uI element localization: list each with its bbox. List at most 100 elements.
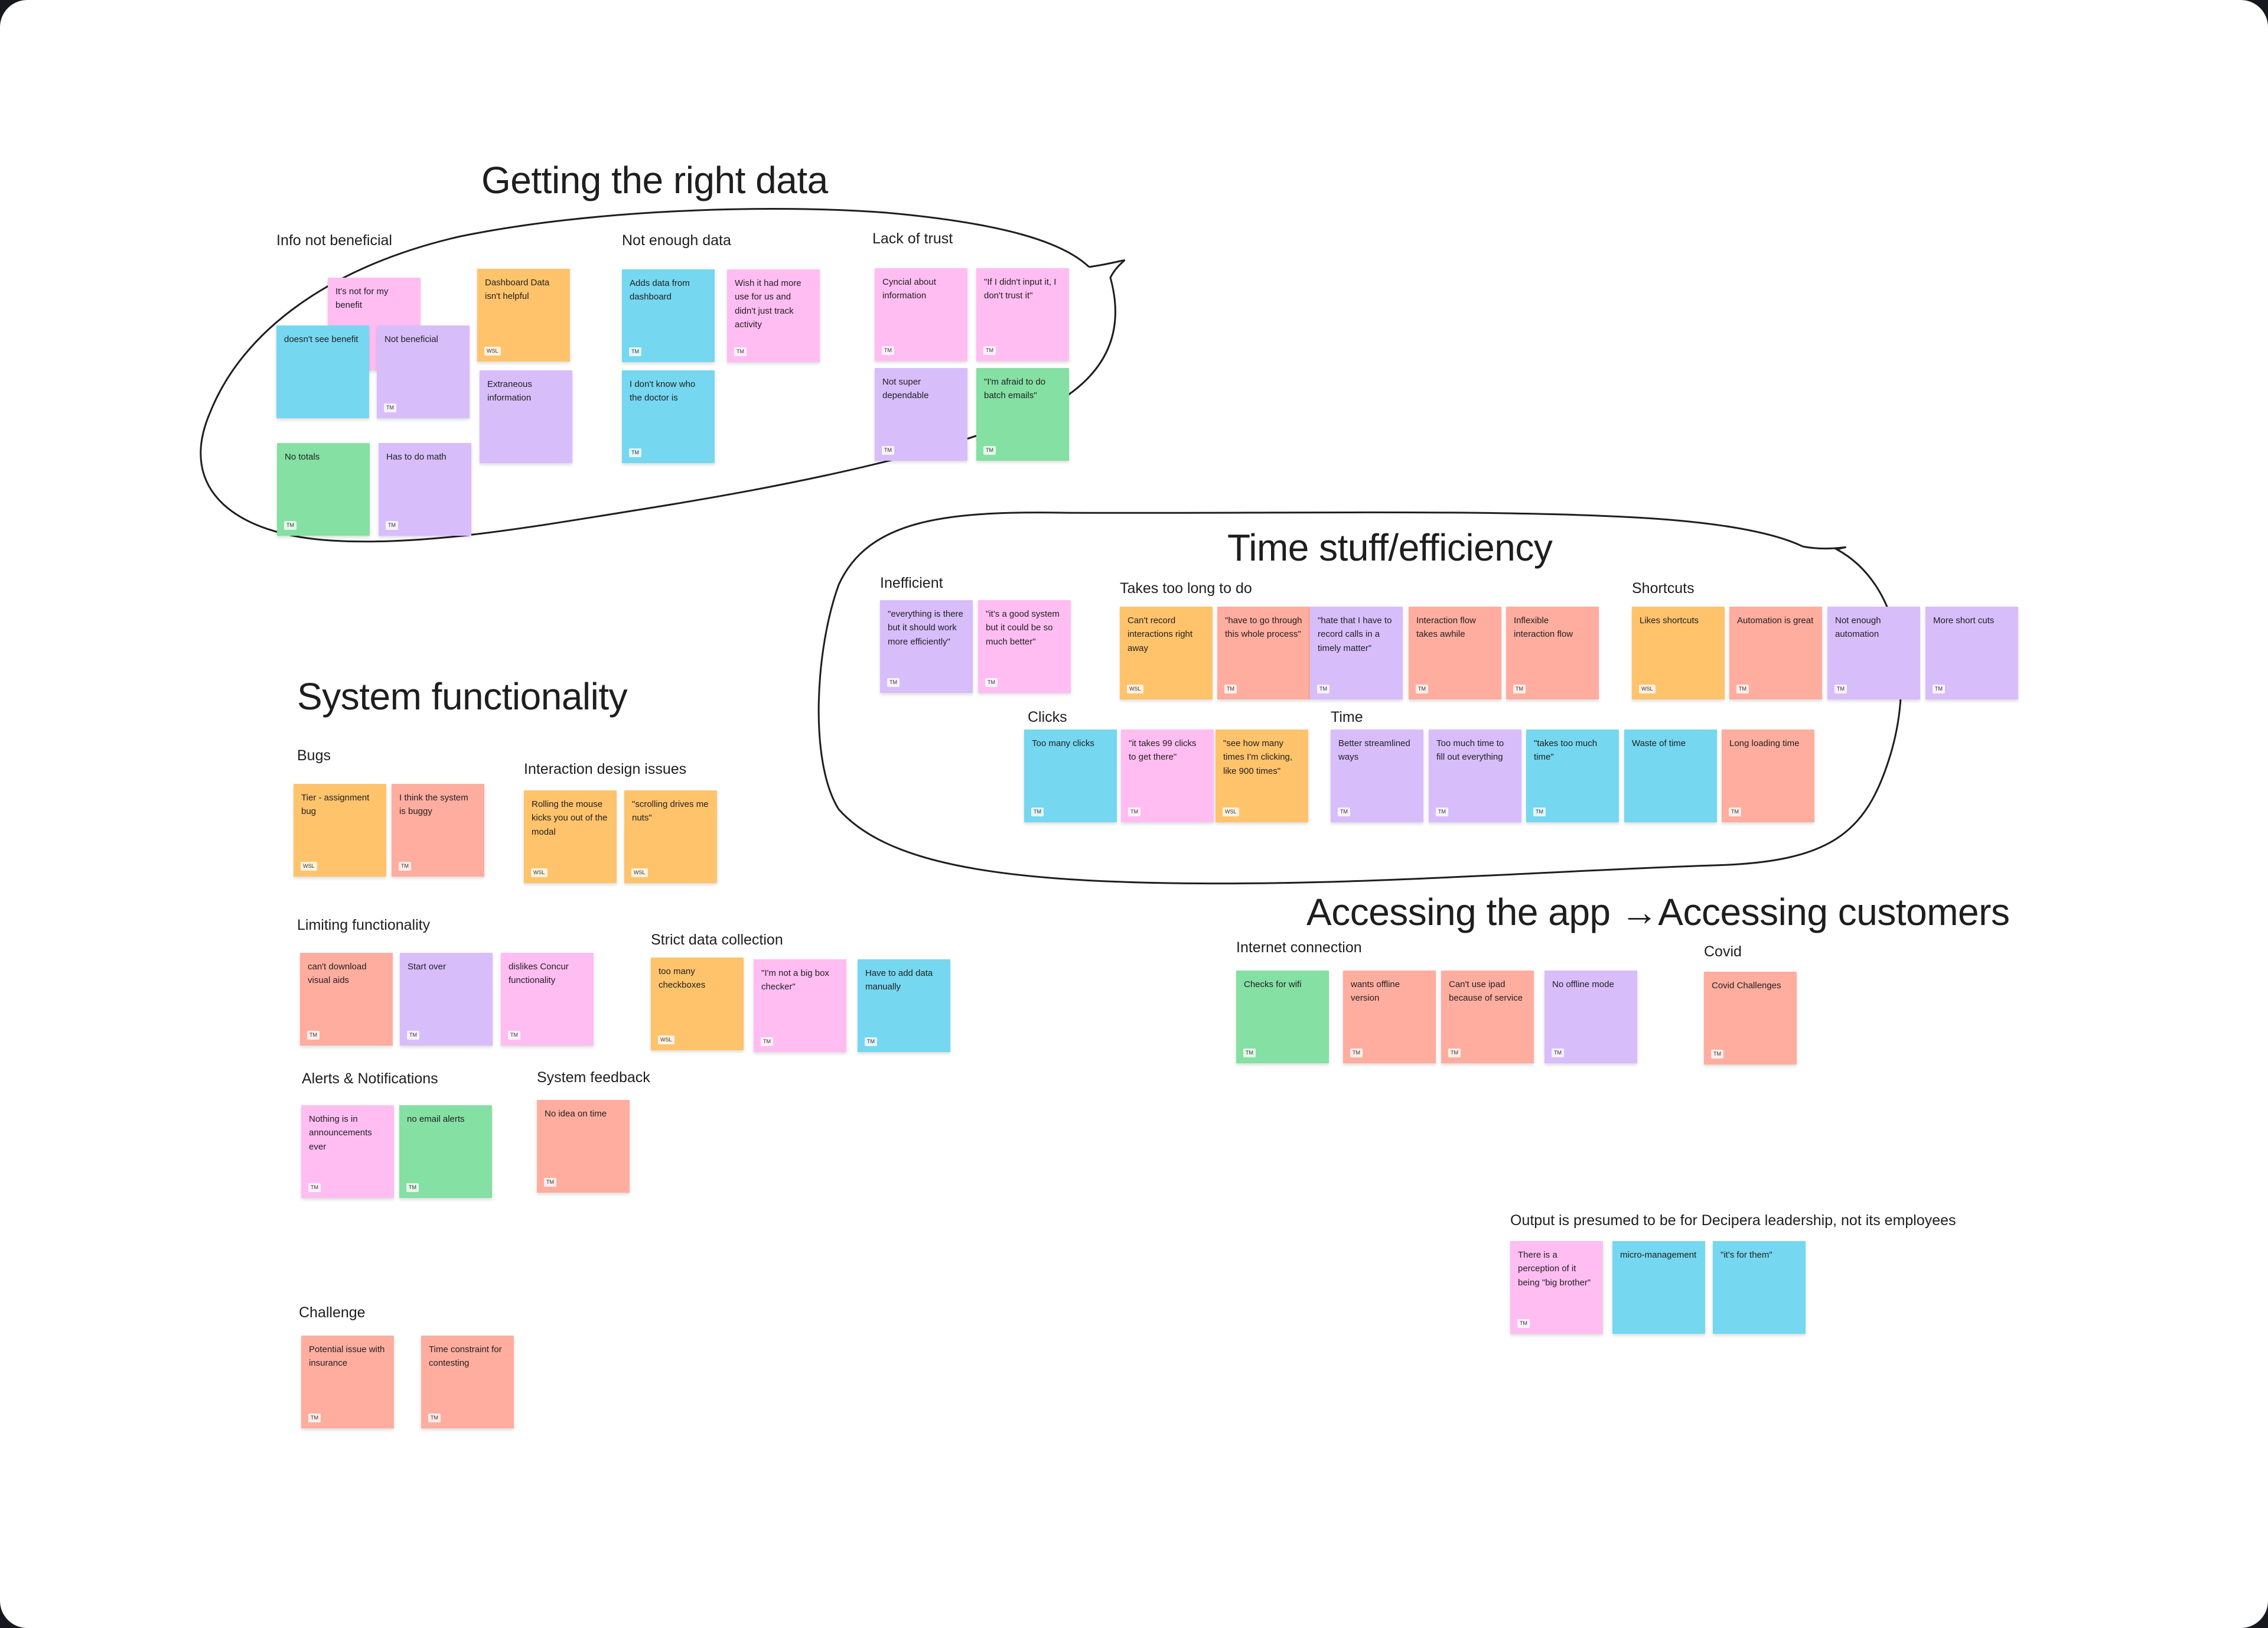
- author-tag: TM: [985, 678, 998, 687]
- author-tag: TM: [308, 1414, 321, 1422]
- group-label-covid: Covid: [1704, 943, 1742, 960]
- author-tag: TM: [1513, 685, 1526, 693]
- author-tag: WSL: [484, 347, 501, 356]
- author-tag: TM: [1533, 808, 1546, 816]
- author-tag: WSL: [301, 862, 317, 871]
- sticky-note[interactable]: "scrolling drives me nuts"WSL: [624, 790, 717, 883]
- sticky-note[interactable]: "see how many times I'm clicking, like 9…: [1216, 730, 1308, 822]
- sticky-note[interactable]: "everything is there but it should work …: [880, 600, 973, 693]
- sticky-note[interactable]: Wish it had more use for us and didn't j…: [727, 269, 820, 362]
- sticky-note[interactable]: It's not for my benefit: [328, 278, 421, 370]
- sticky-note[interactable]: "If I didn't input it, I don't trust it"…: [976, 268, 1069, 361]
- sticky-text: Wish it had more use for us and didn't j…: [735, 278, 801, 330]
- sticky-text: I think the system is buggy: [399, 793, 468, 817]
- author-tag: TM: [399, 862, 411, 871]
- sticky-note[interactable]: "takes too much time"TM: [1526, 730, 1619, 822]
- author-tag: TM: [882, 446, 894, 455]
- sticky-note[interactable]: "it's for them": [1713, 1241, 1806, 1334]
- sticky-note[interactable]: There is a perception of it being "big b…: [1510, 1241, 1603, 1334]
- sticky-note[interactable]: micro-management: [1612, 1241, 1705, 1334]
- sticky-note[interactable]: "it's a good system but it could be so m…: [978, 600, 1071, 693]
- sticky-text: Dashboard Data isn't helpful: [485, 278, 550, 302]
- sticky-text: Can't record interactions right away: [1128, 616, 1193, 653]
- group-label-interaction-design-issues: Interaction design issues: [524, 761, 687, 777]
- author-tag: TM: [865, 1037, 877, 1046]
- sticky-note[interactable]: Waste of time: [1624, 730, 1717, 822]
- heading-system-functionality: System functionality: [297, 675, 628, 718]
- sticky-text: Nothing is in announcements ever: [309, 1114, 372, 1152]
- sticky-text: "it's a good system but it could be so m…: [986, 609, 1060, 647]
- sticky-text: No totals: [285, 452, 320, 462]
- sticky-text: too many checkboxes: [659, 966, 706, 991]
- author-tag: TM: [1031, 808, 1044, 816]
- author-tag: WSL: [531, 868, 548, 877]
- author-tag: TM: [1736, 685, 1749, 693]
- author-tag: WSL: [631, 868, 648, 877]
- sticky-text: "I'm not a big box checker": [761, 968, 829, 992]
- sticky-text: Time constraint for contesting: [429, 1344, 502, 1369]
- sticky-note[interactable]: "I'm not a big box checker"TM: [754, 959, 846, 1052]
- author-tag: TM: [983, 446, 996, 455]
- author-tag: TM: [544, 1178, 556, 1187]
- sticky-note[interactable]: Extraneous information: [480, 370, 572, 463]
- group-label-not-enough-data: Not enough data: [622, 232, 731, 249]
- sticky-text: "see how many times I'm clicking, like 9…: [1223, 738, 1293, 776]
- group-label-bugs: Bugs: [297, 747, 331, 764]
- sticky-note[interactable]: "hate that I have to record calls in a t…: [1310, 607, 1403, 699]
- author-tag: TM: [1224, 685, 1237, 693]
- sticky-note[interactable]: Rolling the mouse kicks you out of the m…: [524, 790, 617, 883]
- group-label-shortcuts: Shortcuts: [1632, 580, 1695, 597]
- sticky-note[interactable]: "have to go through this whole process"T…: [1217, 607, 1310, 699]
- sticky-note[interactable]: "it takes 99 clicks to get there"TM: [1121, 730, 1214, 822]
- sticky-text: Start over: [408, 962, 447, 972]
- sticky-text: Better streamlined ways: [1338, 738, 1410, 763]
- author-tag: TM: [1729, 808, 1741, 816]
- sticky-text: Rolling the mouse kicks you out of the m…: [532, 799, 608, 837]
- group-label-alerts-notifications: Alerts & Notifications: [302, 1070, 438, 1087]
- author-tag: WSL: [1127, 685, 1143, 693]
- sticky-note[interactable]: "I'm afraid to do batch emails"TM: [976, 368, 1069, 461]
- sticky-note[interactable]: doesn't see benefit: [276, 325, 369, 418]
- sticky-text: Not beneficial: [384, 334, 438, 344]
- sticky-text: Too much time to fill out everything: [1436, 738, 1504, 763]
- author-tag: TM: [1416, 685, 1428, 693]
- sticky-text: Automation is great: [1737, 616, 1814, 626]
